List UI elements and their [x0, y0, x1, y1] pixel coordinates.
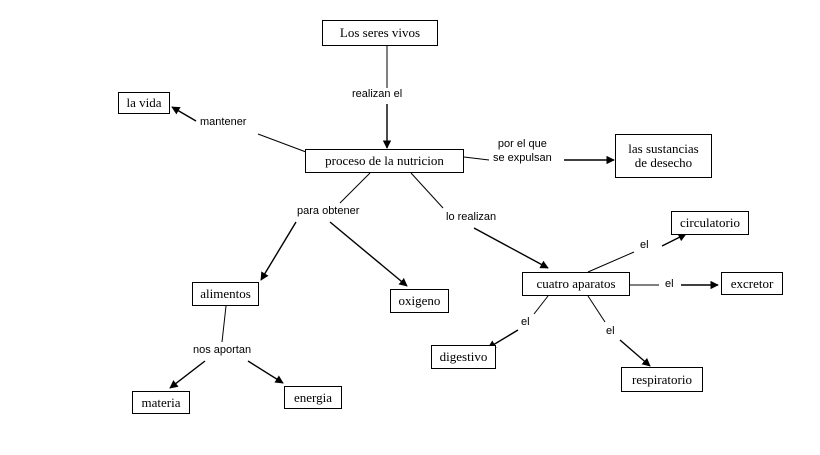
node-proceso-de-la-nutricion[interactable]: proceso de la nutricion	[305, 149, 464, 173]
edge-nos-aportan-materia	[169, 360, 206, 389]
node-label: digestivo	[439, 349, 488, 365]
edge-cuatro-circulatorio-lower	[587, 251, 635, 273]
node-digestivo[interactable]: digestivo	[431, 345, 496, 369]
link-label-lo-realizan: lo realizan	[444, 211, 499, 225]
node-label: Los seres vivos	[339, 25, 421, 41]
link-label-text: lo realizan	[446, 211, 497, 223]
link-label-mantener: mantener	[198, 116, 249, 130]
node-las-sustancias-de-desecho[interactable]: las sustancias de desecho	[615, 134, 712, 178]
link-label-por-el-que-se-expulsan: por el que se expulsan	[491, 138, 554, 166]
edge-proceso-la-vida-lower	[257, 133, 307, 153]
edge-para-obtener-alimentos	[260, 221, 297, 281]
link-label-el-digestivo: el	[519, 316, 532, 330]
node-alimentos[interactable]: alimentos	[192, 282, 259, 306]
edge-nos-aportan-energia	[247, 360, 284, 384]
node-excretor[interactable]: excretor	[721, 272, 783, 295]
edge-cuatro-digestivo-upper	[533, 295, 549, 315]
edge-alimentos-nos-aportan	[221, 305, 227, 343]
node-label: proceso de la nutricion	[325, 153, 444, 169]
node-label: circulatorio	[680, 215, 740, 231]
node-respiratorio[interactable]: respiratorio	[621, 367, 703, 392]
node-oxigeno[interactable]: oxigeno	[390, 289, 449, 313]
edge-cuatro-respiratorio-lower	[619, 339, 651, 367]
edge-cuatro-respiratorio-upper	[587, 295, 606, 323]
node-label-line2: de desecho	[634, 155, 693, 170]
link-label-text: por el que	[497, 138, 547, 150]
node-circulatorio[interactable]: circulatorio	[671, 211, 749, 235]
node-label: energia	[293, 389, 333, 405]
edge-proceso-la-vida-upper	[171, 106, 197, 122]
node-label: respiratorio	[632, 371, 692, 387]
node-label: excretor	[730, 275, 774, 291]
edge-cuatro-circulatorio-upper	[661, 233, 687, 247]
node-label: la vida	[126, 95, 162, 111]
node-label: cuatro aparatos	[536, 276, 616, 292]
link-label-text: para obtener	[297, 205, 360, 217]
link-label-el-excretor: el	[663, 278, 676, 292]
node-materia[interactable]: materia	[132, 391, 190, 414]
node-label: oxigeno	[398, 293, 441, 309]
link-label-text: nos aportan	[193, 344, 252, 356]
node-cuatro-aparatos[interactable]: cuatro aparatos	[522, 272, 630, 296]
link-label-text-line2: se expulsan	[493, 151, 552, 164]
link-label-el-circulatorio: el	[638, 239, 651, 253]
edge-para-obtener-oxigeno	[329, 221, 408, 287]
node-label: materia	[141, 394, 181, 410]
link-label-realizan-el: realizan el	[350, 88, 405, 102]
edge-proceso-para-obtener	[339, 172, 371, 204]
link-label-text: el	[640, 239, 649, 251]
edge-proceso-sustancias-left	[463, 156, 490, 161]
link-label-el-respiratorio: el	[604, 325, 617, 339]
node-seres-vivos[interactable]: Los seres vivos	[322, 20, 438, 46]
link-label-text: mantener	[200, 116, 247, 128]
node-la-vida[interactable]: la vida	[118, 92, 170, 114]
link-label-text: el	[521, 316, 530, 328]
edge-lo-realizan-cuatro	[473, 227, 549, 269]
link-label-text: realizan el	[352, 88, 403, 100]
link-label-text: el	[665, 278, 674, 290]
node-label: alimentos	[200, 286, 251, 302]
link-label-text: el	[606, 325, 615, 337]
node-label: las sustancias	[628, 141, 699, 157]
edge-proceso-lo-realizan	[410, 172, 444, 209]
node-energia[interactable]: energia	[284, 386, 342, 409]
link-label-nos-aportan: nos aportan	[191, 344, 254, 358]
link-label-para-obtener: para obtener	[295, 205, 362, 219]
